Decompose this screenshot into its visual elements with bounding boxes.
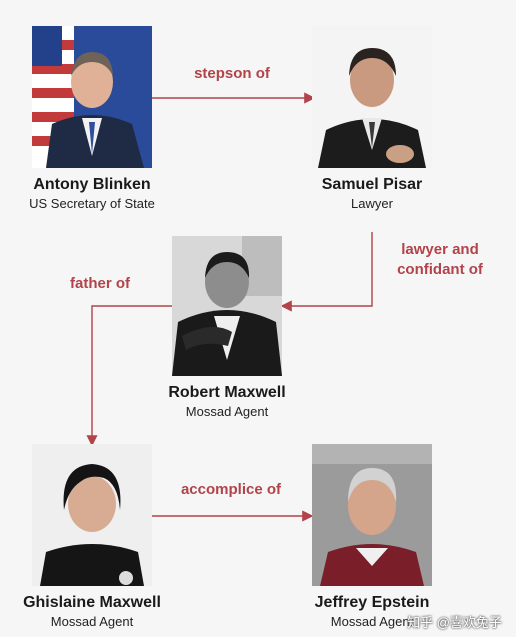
role-robert-maxwell: Mossad Agent [185, 404, 269, 419]
label-father-of: father of [70, 275, 130, 292]
arrow-robert-to-ghislaine [86, 305, 172, 447]
role-antony-blinken: US Secretary of State [29, 196, 155, 211]
label-stepson-of: stepson of [194, 65, 270, 82]
label-accomplice-of: accomplice of [180, 481, 282, 498]
label-lawyer-confidant-line2: confidant of [397, 261, 483, 278]
photo-samuel-pisar [312, 26, 432, 168]
photo-jeffrey-epstein [312, 444, 432, 586]
name-samuel-pisar: Samuel Pisar [321, 176, 423, 193]
photo-robert-maxwell [172, 236, 282, 376]
role-samuel-pisar: Lawyer [351, 196, 393, 211]
photo-ghislaine-maxwell [32, 444, 152, 586]
name-ghislaine-maxwell: Ghislaine Maxwell [23, 594, 161, 611]
label-lawyer-confidant-line1: lawyer and [401, 241, 479, 258]
name-jeffrey-epstein: Jeffrey Epstein [314, 594, 430, 611]
role-jeffrey-epstein: Mossad Agent [330, 614, 414, 629]
watermark: 知乎 @喜欢兔子 [407, 615, 502, 630]
name-antony-blinken: Antony Blinken [33, 176, 151, 193]
name-robert-maxwell: Robert Maxwell [168, 384, 286, 401]
arrow-pisar-to-robert [280, 232, 373, 312]
role-ghislaine-maxwell: Mossad Agent [50, 614, 134, 629]
photo-antony-blinken [32, 26, 152, 168]
